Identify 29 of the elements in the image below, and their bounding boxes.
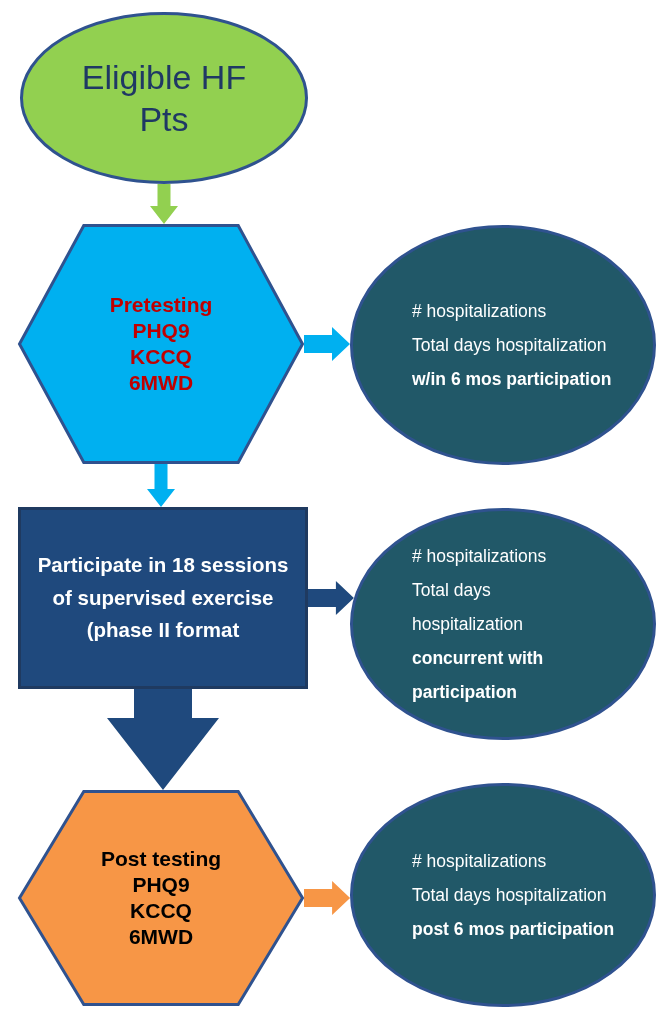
step-text: KCCQ xyxy=(129,898,193,924)
outcome-ellipse xyxy=(350,225,656,465)
outcome-text: Total days hospitalization w/in 6 mos participation xyxy=(412,333,613,392)
step-text: KCCQ xyxy=(129,344,193,370)
arrow xyxy=(150,184,178,224)
outcome-text: # hospitalizations xyxy=(412,299,548,323)
outcome-text: # hospitalizations xyxy=(412,544,548,568)
arrow xyxy=(304,881,351,915)
step-text: PHQ9 xyxy=(131,317,191,344)
step-title: Pretesting xyxy=(108,291,214,318)
step-text: 6MWD xyxy=(127,924,195,951)
node-title: Eligible HF Pts xyxy=(80,56,248,140)
outcome-text: # hospitalizations xyxy=(412,849,548,873)
outcome-text: Total days hospitalization concurrent with participation xyxy=(412,578,545,705)
process-box xyxy=(18,507,308,689)
outcome-ellipse xyxy=(350,783,656,1007)
step-text: PHQ9 xyxy=(131,871,191,898)
process-hexagon xyxy=(18,224,304,464)
arrow xyxy=(304,327,350,361)
step-title: Post testing xyxy=(99,845,223,872)
process-hexagon xyxy=(18,790,304,1006)
step-text: Participate in 18 sessions of supervised exercise (phase II format xyxy=(36,551,290,644)
start-ellipse xyxy=(20,12,308,184)
step-text: 6MWD xyxy=(127,370,195,397)
block-arrow xyxy=(107,689,219,790)
outcome-text: Total days hospitalization post 6 mos participation xyxy=(412,883,616,942)
arrow xyxy=(147,464,175,507)
outcome-ellipse xyxy=(350,508,656,740)
arrow xyxy=(308,581,354,615)
